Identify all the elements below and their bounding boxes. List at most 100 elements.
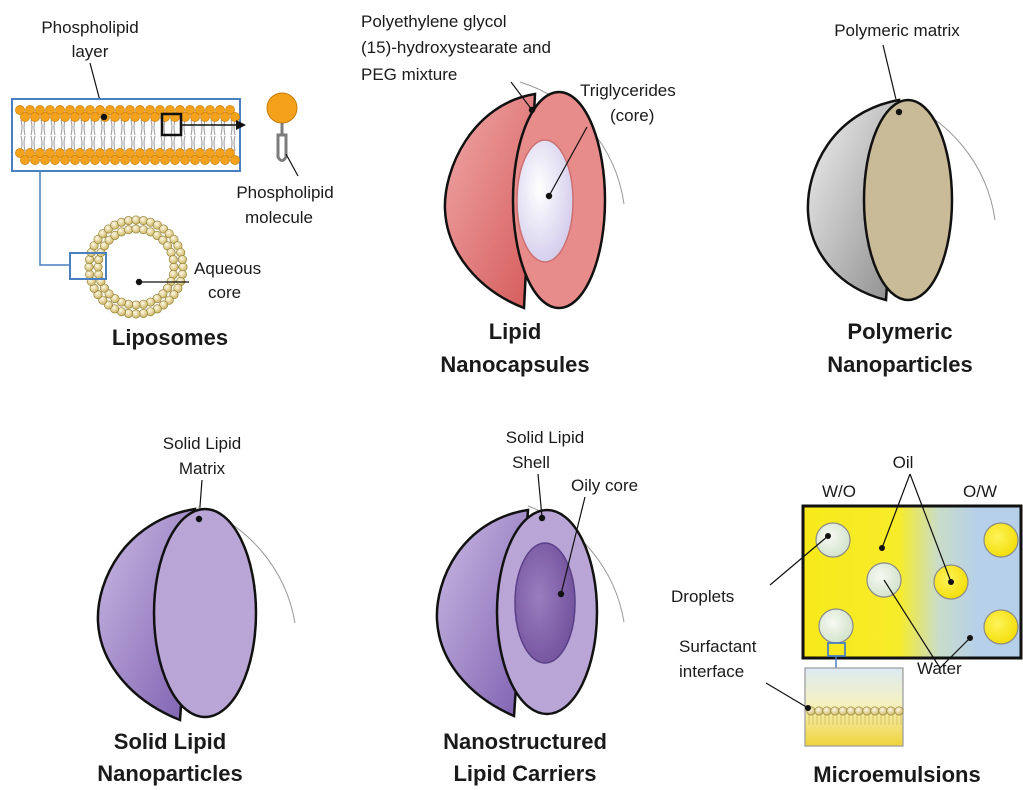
interface-bead [823, 707, 831, 715]
phospholipid-layer-label-line1: Phospholipid [41, 18, 138, 37]
nlc-shell-dot [539, 515, 545, 521]
phospholipid-head [30, 155, 39, 164]
phospholipid-head [130, 112, 139, 121]
triglycerides-label-line2: (core) [610, 106, 654, 125]
triglycerides-dot [546, 193, 552, 199]
triglycerides-label-line1: Triglycerides [580, 81, 676, 100]
water-label: Water [917, 659, 962, 678]
water-ow-dot [967, 635, 973, 641]
liposomes-title: Liposomes [112, 325, 228, 350]
droplets-label: Droplets [671, 587, 734, 606]
liposomes-panel: Phospholipid layer Phospholipid molecule… [12, 18, 334, 350]
phospholipid-head [230, 112, 239, 121]
nlc-shell-label-line1: Solid Lipid [506, 428, 584, 447]
oil-droplet-3 [984, 610, 1018, 644]
aqueous-core-label-line1: Aqueous [194, 259, 261, 278]
nlc-panel: Solid Lipid Shell Oily core Nanostructur… [437, 428, 638, 786]
polymeric-nanoparticles-title-line2: Nanoparticles [827, 352, 973, 377]
liposome-bead [94, 263, 102, 271]
interface-bead [839, 707, 847, 715]
molecule-head [267, 93, 297, 123]
lipid-nanocapsules-title-line1: Lipid [489, 319, 542, 344]
polymeric-cut-face [864, 100, 952, 300]
phospholipid-head [180, 155, 189, 164]
liposome-vesicle [85, 216, 187, 318]
liposome-bead [170, 263, 178, 271]
nlc-title-line1: Nanostructured [443, 729, 607, 754]
interface-bead [879, 707, 887, 715]
phospholipid-molecule-label-line1: Phospholipid [236, 183, 333, 202]
phospholipid-head [150, 155, 159, 164]
surfactant-label-line2: interface [679, 662, 744, 681]
phospholipid-head [210, 155, 219, 164]
polymeric-nanoparticles-panel: Polymeric matrix Polymeric Nanoparticles [808, 21, 995, 377]
phospholipid-molecule-label-line2: molecule [245, 208, 313, 227]
phospholipid-head [120, 155, 129, 164]
phospholipid-bilayer [12, 99, 240, 171]
phospholipid-head [80, 155, 89, 164]
phospholipid-head [190, 155, 199, 164]
phospholipid-head [110, 155, 119, 164]
oil-droplet-1 [984, 523, 1018, 557]
microemulsions-panel: Oil W/O O/W Droplets Water Surfactant in… [671, 453, 1021, 787]
sln-matrix-dot [196, 516, 202, 522]
phospholipid-head [60, 155, 69, 164]
nanocapsule-shell-dot [529, 107, 535, 113]
liposome-bead [178, 255, 186, 263]
sln-title-line2: Nanoparticles [97, 761, 243, 786]
phospholipid-molecule [267, 93, 297, 161]
phospholipid-head [20, 155, 29, 164]
phospholipid-head [110, 112, 119, 121]
liposome-bead [139, 300, 147, 308]
phospholipid-head [160, 155, 169, 164]
liposome-bead [139, 309, 147, 317]
phospholipid-head [90, 112, 99, 121]
solid-lipid-nanoparticles-panel: Solid Lipid Matrix Solid Lipid Nanoparti… [97, 434, 295, 786]
phospholipid-head [90, 155, 99, 164]
interface-bead [847, 707, 855, 715]
phospholipid-head [30, 112, 39, 121]
phospholipid-head [80, 112, 89, 121]
interface-bead [815, 707, 823, 715]
molecule-leader [286, 154, 298, 176]
phospholipid-head [40, 155, 49, 164]
liposome-bead [132, 225, 140, 233]
ow-label: O/W [963, 482, 997, 501]
nlc-oily-core [515, 543, 575, 663]
wo-label: W/O [822, 482, 856, 501]
surfactant-leader [766, 683, 808, 708]
liposome-bead [124, 216, 132, 224]
phospholipid-head [150, 112, 159, 121]
phospholipid-head [70, 112, 79, 121]
oily-core-dot [558, 591, 564, 597]
phospholipid-head [50, 155, 59, 164]
interface-bead [831, 707, 839, 715]
nanocapsule-shell-label-line3: PEG mixture [361, 65, 457, 84]
liposome-bead [132, 301, 140, 309]
phospholipid-head [210, 112, 219, 121]
liposome-bead [85, 270, 93, 278]
aqueous-core-label-line2: core [208, 283, 241, 302]
phospholipid-head [40, 112, 49, 121]
liposome-bead [85, 263, 93, 271]
liposome-bead [132, 216, 140, 224]
interface-bead [863, 707, 871, 715]
phospholipid-head [60, 112, 69, 121]
sln-matrix-label-line2: Matrix [179, 459, 226, 478]
phospholipid-head [200, 155, 209, 164]
phospholipid-layer-pointer-dot [101, 114, 107, 120]
phospholipid-head [220, 155, 229, 164]
interface-bead [871, 707, 879, 715]
nlc-title-line2: Lipid Carriers [453, 761, 596, 786]
interface-bead [895, 707, 903, 715]
phospholipid-head [220, 112, 229, 121]
phospholipid-head [100, 155, 109, 164]
phospholipid-head [50, 112, 59, 121]
phospholipid-layer-label-line2: layer [72, 42, 109, 61]
oil-wo-dot [879, 545, 885, 551]
liposome-bead [124, 226, 132, 234]
zoom-connector [40, 171, 70, 265]
lipid-nanocapsules-panel: Polyethylene glycol (15)-hydroxystearate… [361, 12, 676, 377]
interface-bead [887, 707, 895, 715]
oil-ow-dot [948, 579, 954, 585]
